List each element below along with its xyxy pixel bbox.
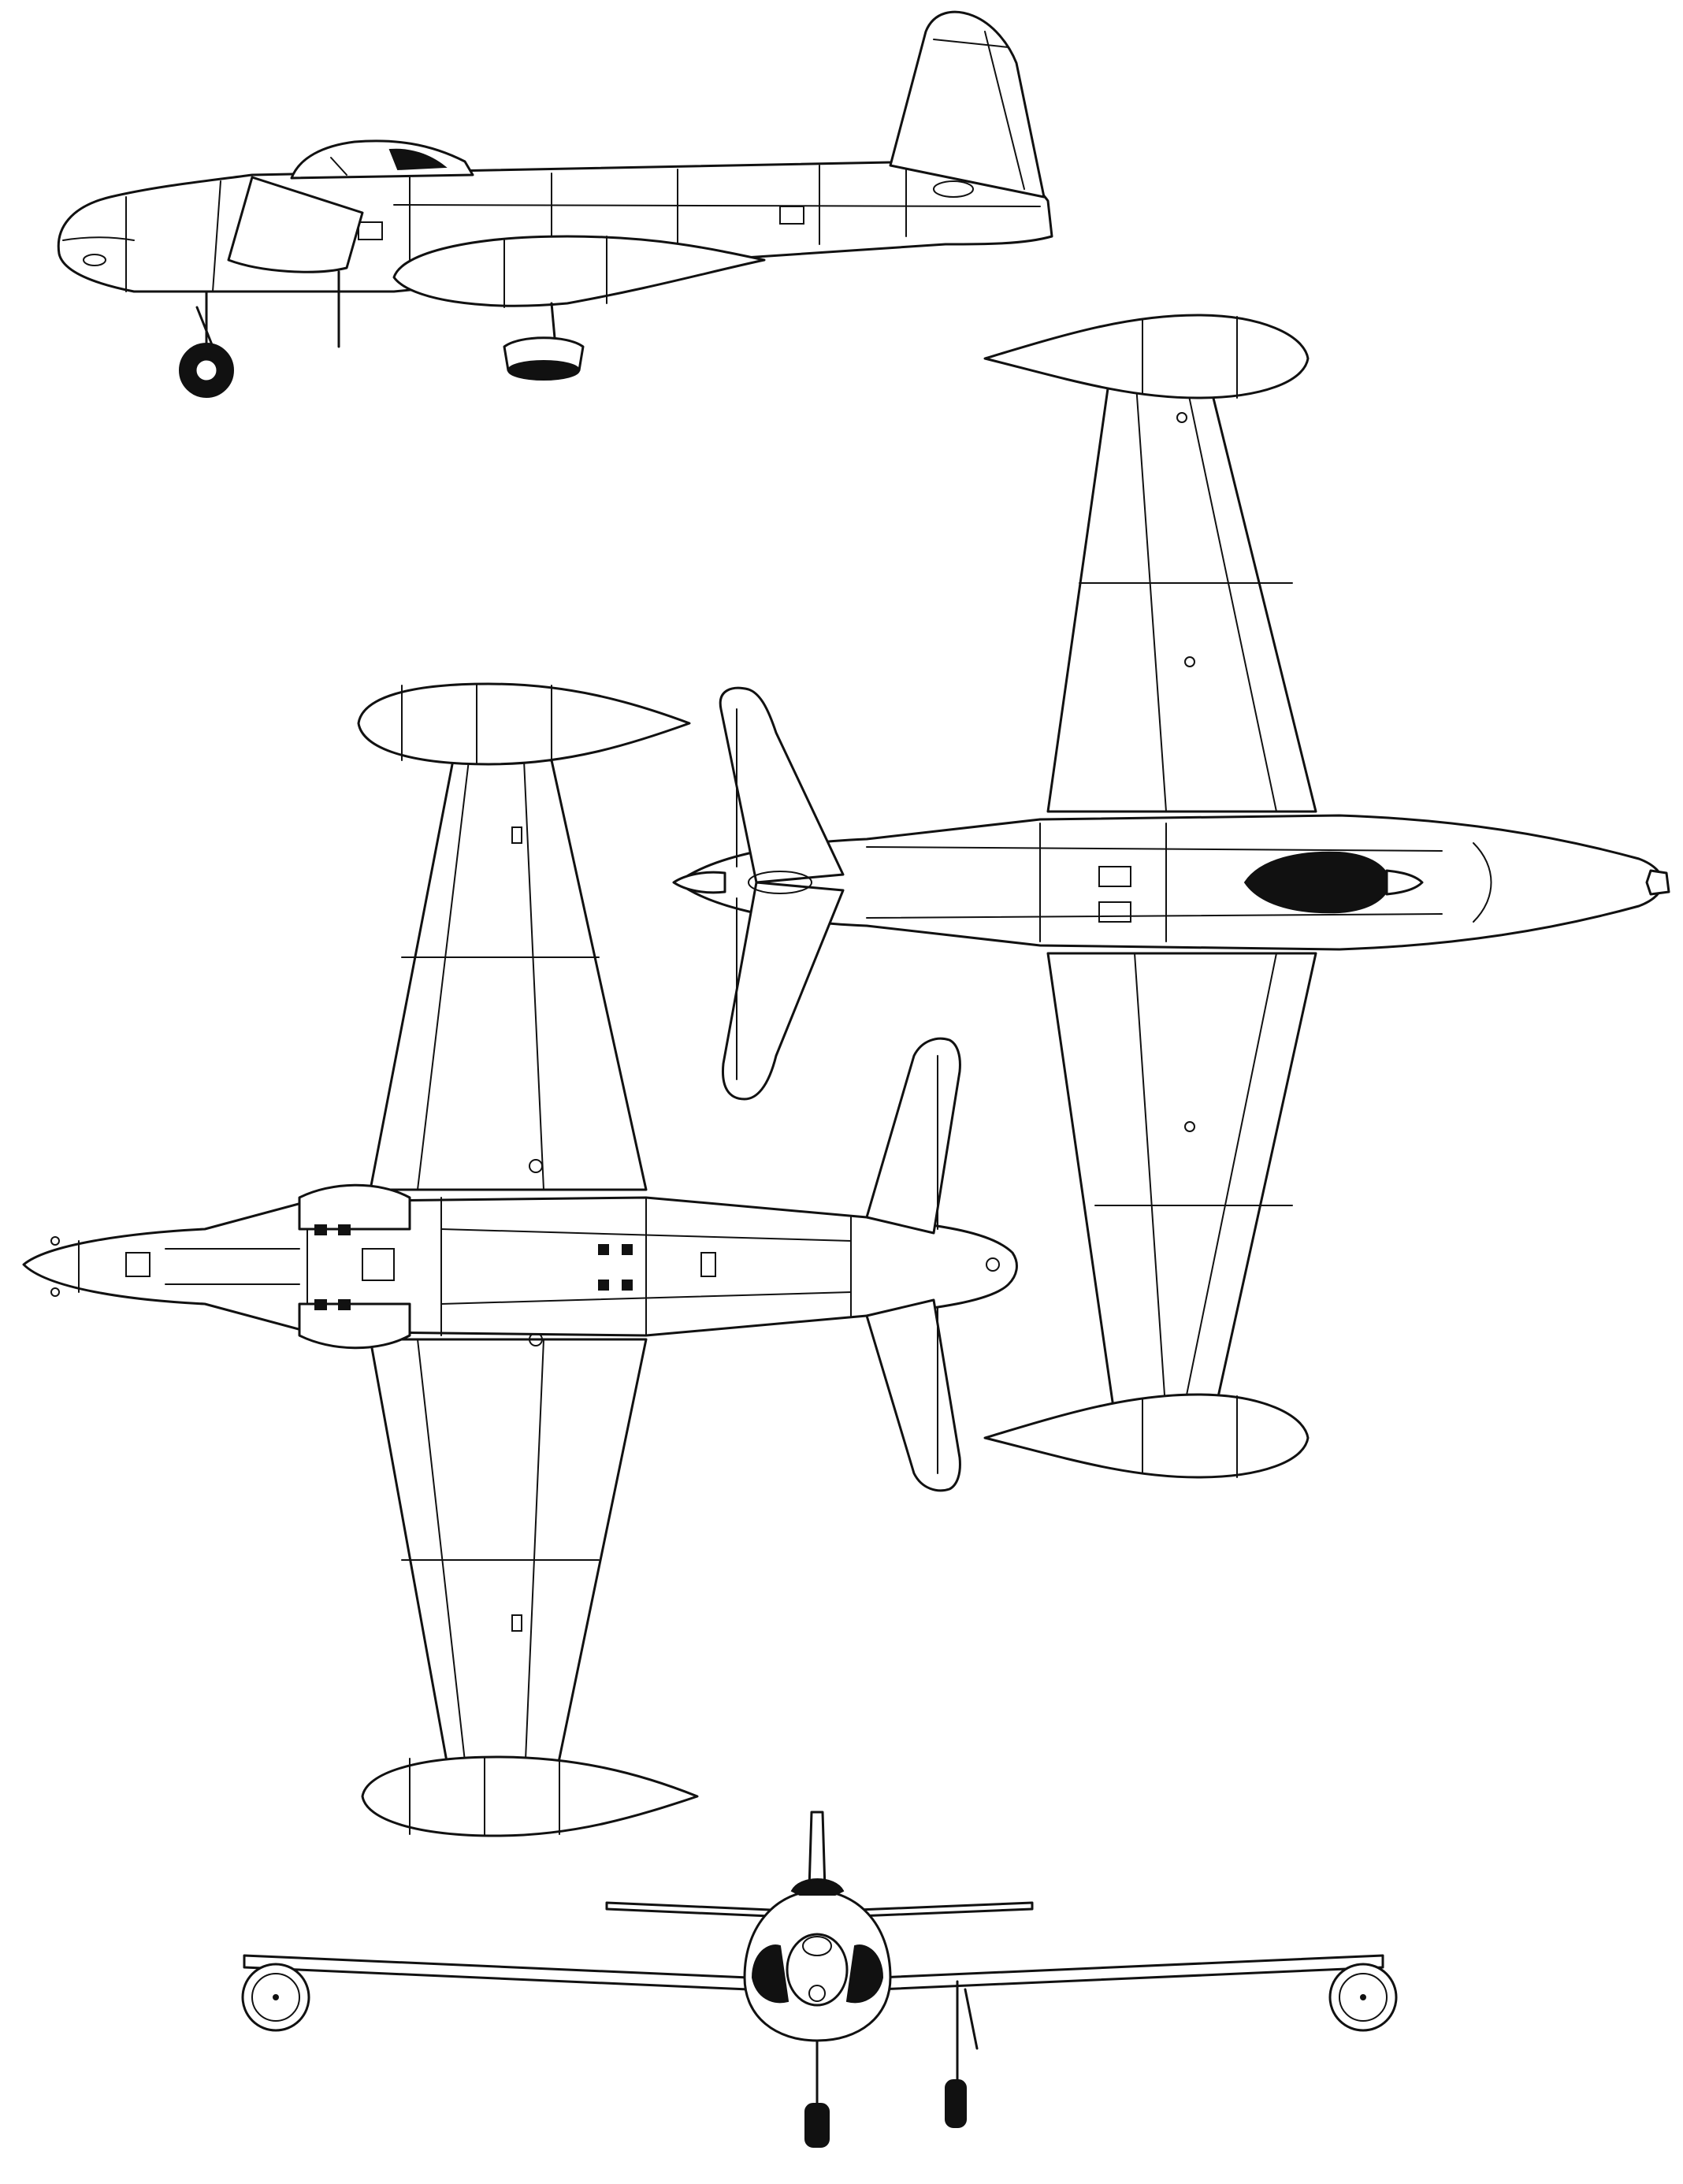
bottom-wing bbox=[369, 759, 648, 1798]
front-tip-tanks bbox=[241, 1963, 1398, 2032]
front-fuselage bbox=[743, 1878, 892, 2042]
bottom-fuselage bbox=[22, 1196, 1018, 1337]
front-wing bbox=[243, 1954, 1384, 1991]
side-air-intake bbox=[227, 176, 364, 273]
top-horizontal-tail bbox=[672, 686, 845, 1101]
bottom-tip-tank-upper bbox=[357, 682, 691, 766]
side-vertical-tail bbox=[889, 10, 1046, 199]
side-landing-gear bbox=[179, 270, 585, 398]
side-view bbox=[57, 10, 1053, 398]
bottom-horizontal-tail bbox=[865, 1037, 961, 1492]
top-tip-tank-upper bbox=[983, 314, 1310, 399]
front-landing-gear bbox=[804, 1980, 979, 2148]
top-view bbox=[672, 314, 1670, 1479]
top-fuselage bbox=[676, 814, 1670, 951]
side-tip-tank bbox=[392, 235, 766, 308]
bottom-tip-tank-lower bbox=[361, 1755, 699, 1837]
bottom-access-panels bbox=[314, 1224, 716, 1310]
bottom-view bbox=[22, 682, 1018, 1837]
bottom-intakes bbox=[298, 1183, 411, 1350]
side-canopy bbox=[290, 139, 474, 180]
top-canopy bbox=[1243, 851, 1424, 914]
front-view bbox=[241, 1811, 1398, 2148]
top-tip-tank-lower bbox=[983, 1393, 1310, 1479]
